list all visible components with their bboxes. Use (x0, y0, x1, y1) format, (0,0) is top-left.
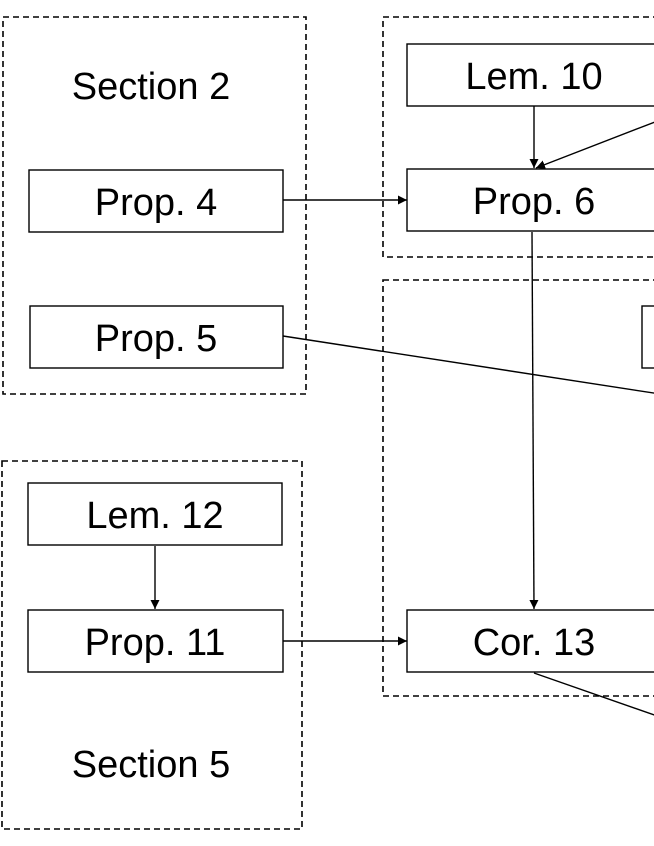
node-lem-10: Lem. 10 (406, 43, 654, 107)
edge-cor13-to-offscreen (533, 672, 654, 716)
edge-offscreen-to-prop6 (535, 121, 654, 169)
node-lem-10-label: Lem. 10 (465, 56, 602, 98)
node-prop-6: Prop. 6 (406, 168, 654, 232)
section-top-right-frame (382, 16, 654, 258)
node-prop-5: Prop. 5 (29, 305, 284, 369)
section-5-frame (1, 460, 303, 830)
node-offscreen-partial (641, 305, 654, 369)
section-2-frame (2, 16, 307, 395)
edge-prop5-to-offscreen (282, 335, 654, 394)
node-prop-11-label: Prop. 11 (85, 622, 226, 664)
node-cor-13-label: Cor. 13 (473, 622, 596, 664)
node-prop-6-label: Prop. 6 (473, 181, 596, 223)
edge-prop6-to-cor13 (529, 231, 539, 610)
node-cor-13: Cor. 13 (406, 609, 654, 673)
node-lem-12-label: Lem. 12 (86, 495, 223, 537)
node-prop-4: Prop. 4 (28, 169, 284, 233)
section-5-label: Section 5 (72, 744, 230, 786)
section-2-label: Section 2 (72, 66, 230, 108)
node-lem-12: Lem. 12 (27, 482, 283, 546)
section-middle-right-frame (382, 279, 654, 697)
node-prop-4-label: Prop. 4 (95, 182, 218, 224)
node-prop-11: Prop. 11 (27, 609, 284, 673)
node-prop-5-label: Prop. 5 (95, 318, 218, 360)
